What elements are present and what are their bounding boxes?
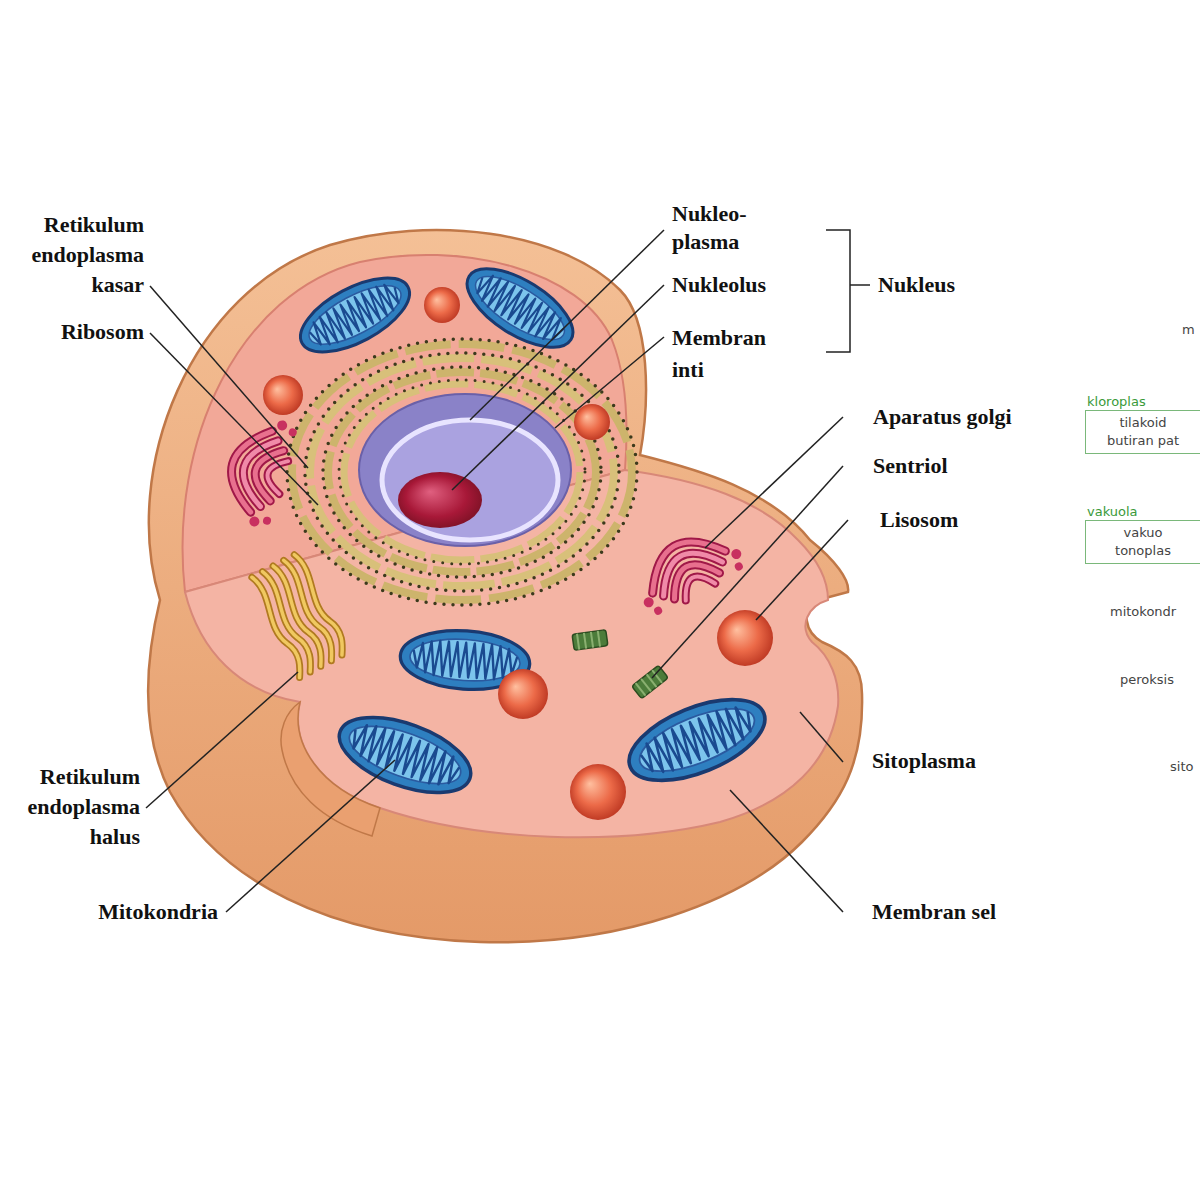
part-label: Membran inti: [672, 322, 782, 386]
legend-box: kloroplastilakoidbutiran pat: [1085, 394, 1200, 454]
box-heading: vakuola: [1085, 504, 1200, 520]
side-label: sito: [1170, 759, 1198, 775]
part-label: Retikulum endoplasma kasar: [2, 210, 144, 300]
box-text: tilakoid: [1090, 414, 1196, 432]
box-heading: kloroplas: [1085, 394, 1200, 410]
box-text: tonoplas: [1090, 542, 1196, 560]
legend-box: vakuolavakuotonoplas: [1085, 504, 1200, 564]
part-label: Aparatus golgi: [873, 402, 1073, 432]
part-label: Ribosom: [2, 317, 144, 347]
part-label: Nukleolus: [672, 270, 832, 300]
part-label: Lisosom: [880, 505, 1040, 535]
part-label: Sentriol: [873, 451, 1033, 481]
part-label: Sitoplasma: [872, 746, 1052, 776]
part-label: Membran sel: [872, 897, 1072, 927]
side-label: peroksis: [1120, 672, 1196, 688]
part-label: Mitokondria: [40, 897, 218, 927]
box-text: butiran pat: [1090, 432, 1196, 450]
leader-lines: [146, 230, 870, 912]
box-outline: vakuotonoplas: [1085, 520, 1200, 564]
side-label: m: [1182, 322, 1196, 338]
part-label: Nukleo- plasma: [672, 200, 768, 256]
box-text: vakuo: [1090, 524, 1196, 542]
box-outline: tilakoidbutiran pat: [1085, 410, 1200, 454]
side-label: mitokondr: [1110, 604, 1196, 620]
part-label: Nukleus: [878, 270, 1018, 300]
part-label: Retikulum endoplasma halus: [2, 762, 140, 852]
